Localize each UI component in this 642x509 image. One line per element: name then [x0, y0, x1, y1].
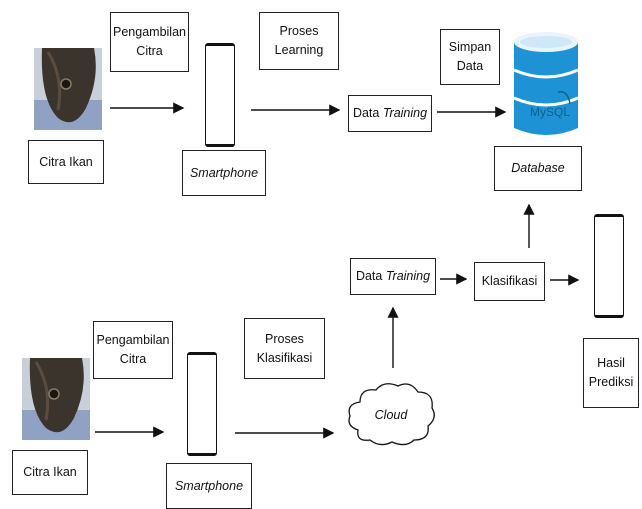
fish-image-top [34, 48, 102, 130]
learning-box-top: Proses Learning [259, 12, 339, 70]
data-training-box-top: Data Training [348, 95, 432, 132]
fish-image-bottom [22, 358, 90, 440]
smartphone-icon-top [205, 43, 235, 147]
result-box: Hasil Prediksi [583, 338, 639, 408]
cloud-shape: Cloud [344, 380, 438, 450]
save-data-box: Simpan Data [440, 29, 500, 85]
smartphone-icon-result [594, 214, 624, 318]
capture-box-bottom: Pengambilan Citra [93, 321, 173, 379]
smartphone-label-top: Smartphone [182, 150, 266, 196]
classification-box: Klasifikasi [474, 262, 545, 301]
fish-label-top: Citra Ikan [28, 140, 104, 184]
data-training-box-bottom: Data Training [350, 258, 436, 295]
cloud-label: Cloud [374, 408, 408, 422]
database-label: Database [494, 146, 582, 191]
mysql-database-icon: MySQL [512, 30, 580, 140]
smartphone-icon-bottom [187, 352, 217, 456]
smartphone-label-bottom: Smartphone [166, 463, 252, 509]
classification-process-box: Proses Klasifikasi [244, 318, 325, 379]
fish-label-bottom: Citra Ikan [12, 450, 88, 495]
mysql-logo-text: MySQL [530, 105, 570, 119]
capture-box-top: Pengambilan Citra [110, 12, 189, 72]
